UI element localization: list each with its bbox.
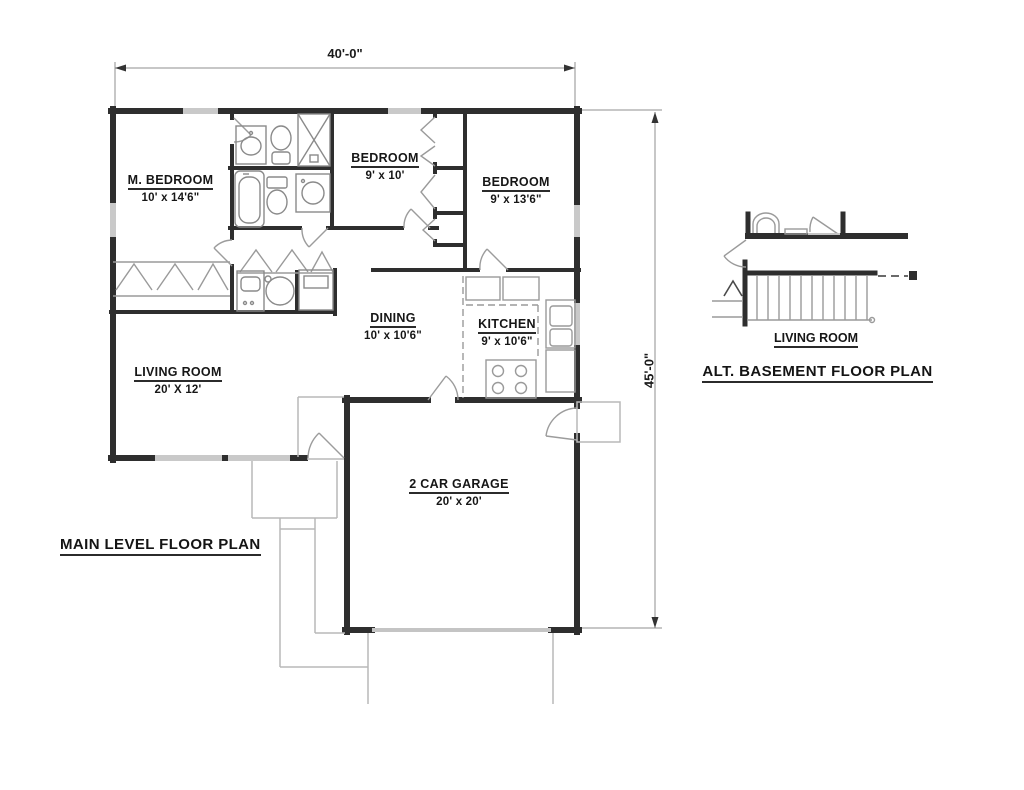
- bifold-door-icon: [419, 145, 436, 167]
- room-name: BEDROOM: [351, 150, 419, 169]
- room-size: 10' x 14'6": [141, 191, 200, 204]
- kitchen-fixtures: [462, 276, 576, 399]
- sink-vanity-icon: [295, 173, 331, 213]
- room-name: DINING: [370, 310, 416, 329]
- basement-plan-drawing: [712, 211, 917, 327]
- door-swing-icon: [545, 407, 578, 441]
- stair-icon: [748, 276, 876, 324]
- shower-icon: [297, 113, 331, 167]
- basement-plan-title: ALT. BASEMENT FLOOR PLAN: [695, 363, 940, 383]
- room-label-master-bedroom: M. BEDROOM 10' x 14'6": [98, 170, 243, 206]
- washer-icon: [236, 270, 265, 312]
- room-name: LIVING ROOM: [134, 364, 222, 383]
- bifold-door-icon: [156, 262, 194, 291]
- main-plan-title: MAIN LEVEL FLOOR PLAN: [60, 536, 261, 556]
- range-icon: [485, 359, 537, 399]
- bifold-door-icon: [420, 174, 436, 210]
- site-lines: [251, 396, 621, 704]
- upper-cabinet-dashed-lines: [462, 276, 539, 398]
- door-swing-icon: [427, 375, 459, 401]
- room-size: 9' x 10'6": [481, 335, 533, 348]
- room-size: 20' X 12': [154, 383, 202, 396]
- cabinet-icon: [465, 276, 501, 301]
- bifold-door-icon: [197, 262, 229, 291]
- room-name: KITCHEN: [478, 316, 536, 335]
- bifold-door-icon: [115, 262, 153, 291]
- bifold-door-icon: [310, 250, 334, 273]
- room-label-bedroom-3: BEDROOM 9' x 13'6": [456, 172, 576, 208]
- door-swing-icon: [403, 208, 431, 229]
- door-swing-icon: [307, 432, 345, 459]
- door-swing-icon: [301, 227, 329, 248]
- room-name: BEDROOM: [482, 174, 550, 193]
- counter-icon: [545, 299, 576, 349]
- room-name: 2 CAR GARAGE: [409, 476, 509, 495]
- bathtub-icon: [234, 170, 265, 228]
- bifold-door-icon: [275, 248, 309, 273]
- room-size: 9' x 10': [365, 169, 405, 182]
- room-size: 10' x 10'6": [364, 329, 422, 342]
- bifold-door-icon: [419, 116, 436, 144]
- dimension-width-label: 40'-0": [327, 46, 363, 61]
- room-label-bedroom-2: BEDROOM 9' x 10': [325, 148, 445, 184]
- toilet-icon: [752, 212, 780, 233]
- room-label-living-room: LIVING ROOM 20' X 12': [98, 362, 258, 398]
- room-name: M. BEDROOM: [127, 172, 214, 191]
- kitchen-sink-icon: [549, 305, 573, 347]
- windows: [110, 108, 580, 461]
- door-swing-icon: [723, 239, 747, 268]
- shelf-icon: [784, 228, 808, 235]
- room-label-garage: 2 CAR GARAGE 20' x 20': [379, 474, 539, 510]
- toilet-icon: [270, 125, 292, 165]
- room-label-dining: DINING 10' x 10'6": [333, 308, 453, 344]
- door-swings: [213, 117, 578, 459]
- dimension-height-label: 45'-0": [641, 352, 657, 389]
- door-swing-icon: [479, 248, 509, 271]
- stair-direction-arrow: [723, 279, 743, 297]
- room-size: 20' x 20': [436, 495, 482, 508]
- dimension-lines: [114, 62, 662, 629]
- dryer-icon: [298, 269, 334, 311]
- fixtures: [234, 113, 334, 312]
- toilet-icon: [266, 176, 288, 215]
- bifold-door-icon: [239, 248, 273, 273]
- bifold-door-icon: [421, 218, 436, 242]
- sink-vanity-icon: [235, 125, 267, 165]
- room-size: 9' x 13'6": [490, 193, 542, 206]
- refrigerator-icon: [545, 349, 576, 393]
- water-heater-icon: [264, 275, 295, 306]
- room-label-kitchen: KITCHEN 9' x 10'6": [447, 314, 567, 350]
- door-swing-icon: [808, 216, 840, 235]
- closet-bifold-doors: [113, 116, 436, 297]
- cabinet-icon: [502, 276, 540, 301]
- side-stoop: [576, 401, 621, 443]
- interior-walls: [109, 109, 581, 316]
- dimension-arrows: [115, 64, 659, 628]
- basement-room-label: LIVING ROOM: [756, 331, 876, 348]
- door-swing-icon: [213, 239, 233, 267]
